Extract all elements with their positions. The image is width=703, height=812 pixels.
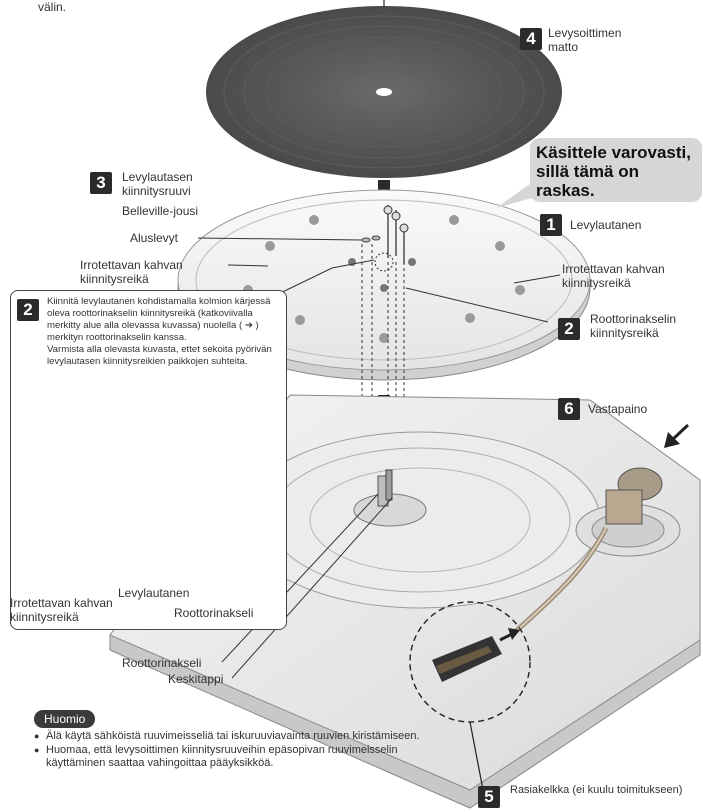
- info-instructions: Kiinnitä levylautanen kohdistamalla kolm…: [47, 296, 279, 368]
- notice-title: Huomio: [34, 710, 96, 728]
- part-number-badge: 1: [540, 214, 562, 236]
- info-paragraph: Kiinnitä levylautanen kohdistamalla kolm…: [47, 296, 271, 343]
- notice-item: Huomaa, että levysoittimen kiinnitysruuv…: [34, 744, 454, 770]
- part-number-badge: 6: [558, 398, 580, 420]
- part-number-badge: 2: [558, 318, 580, 340]
- part-label-platter-screw: Levylautasen kiinnitysruuvi: [122, 170, 193, 198]
- label-rotor-shaft: Roottorinakseli: [122, 656, 202, 670]
- label-belleville-spring: Belleville-jousi: [122, 204, 199, 218]
- info-label-platter: Levylautanen: [118, 586, 190, 600]
- part-label-platter: Levylautanen: [570, 218, 642, 232]
- tonearm: [513, 467, 681, 634]
- part-number-badge: 2: [17, 299, 39, 321]
- notice-item: Älä käytä sähköistä ruuvimeisseliä tai i…: [34, 730, 454, 743]
- part-label-headshell: Rasiakelkka (ei kuulu toimitukseen): [510, 784, 683, 796]
- part-label-rotor-hole: Roottorinakselin kiinnitysreikä: [590, 312, 677, 340]
- headshell-detail: [409, 601, 531, 796]
- turntable-mat: [206, 6, 562, 178]
- info-box: 2 Kiinnitä levylautanen kohdistamalla ko…: [10, 290, 287, 630]
- warning-callout: Käsittele varovasti, sillä tämä on raska…: [530, 138, 702, 202]
- label-washers: Aluslevyt: [130, 231, 179, 245]
- callout-pointer: [496, 184, 532, 208]
- part-label-counterweight: Vastapaino: [588, 402, 648, 416]
- part-number-badge: 5: [478, 786, 500, 808]
- top-fragment-text: välin.: [38, 0, 67, 14]
- part-label-mat: Levysoittimen matto: [548, 26, 622, 54]
- info-paragraph: Varmista alla olevasta kuvasta, ettet se…: [47, 344, 272, 367]
- label-center-pin: Keskitappi: [168, 672, 224, 686]
- counterweight-arrow-icon: [664, 423, 690, 448]
- platter-screws: [361, 205, 409, 264]
- dashed-guides: [361, 244, 405, 470]
- notice-list: Älä käytä sähköistä ruuvimeisseliä tai i…: [34, 730, 454, 771]
- info-label-handle-hole: Irrotettavan kahvan kiinnitysreikä: [10, 596, 113, 624]
- info-label-rotor: Roottorinakseli: [174, 606, 254, 620]
- leader-lines: [197, 237, 561, 679]
- part-number-badge: 4: [520, 28, 542, 50]
- label-handle-hole-left: Irrotettavan kahvan kiinnitysreikä: [80, 258, 183, 286]
- part-number-badge: 3: [90, 172, 112, 194]
- label-handle-hole-right: Irrotettavan kahvan kiinnitysreikä: [562, 262, 665, 290]
